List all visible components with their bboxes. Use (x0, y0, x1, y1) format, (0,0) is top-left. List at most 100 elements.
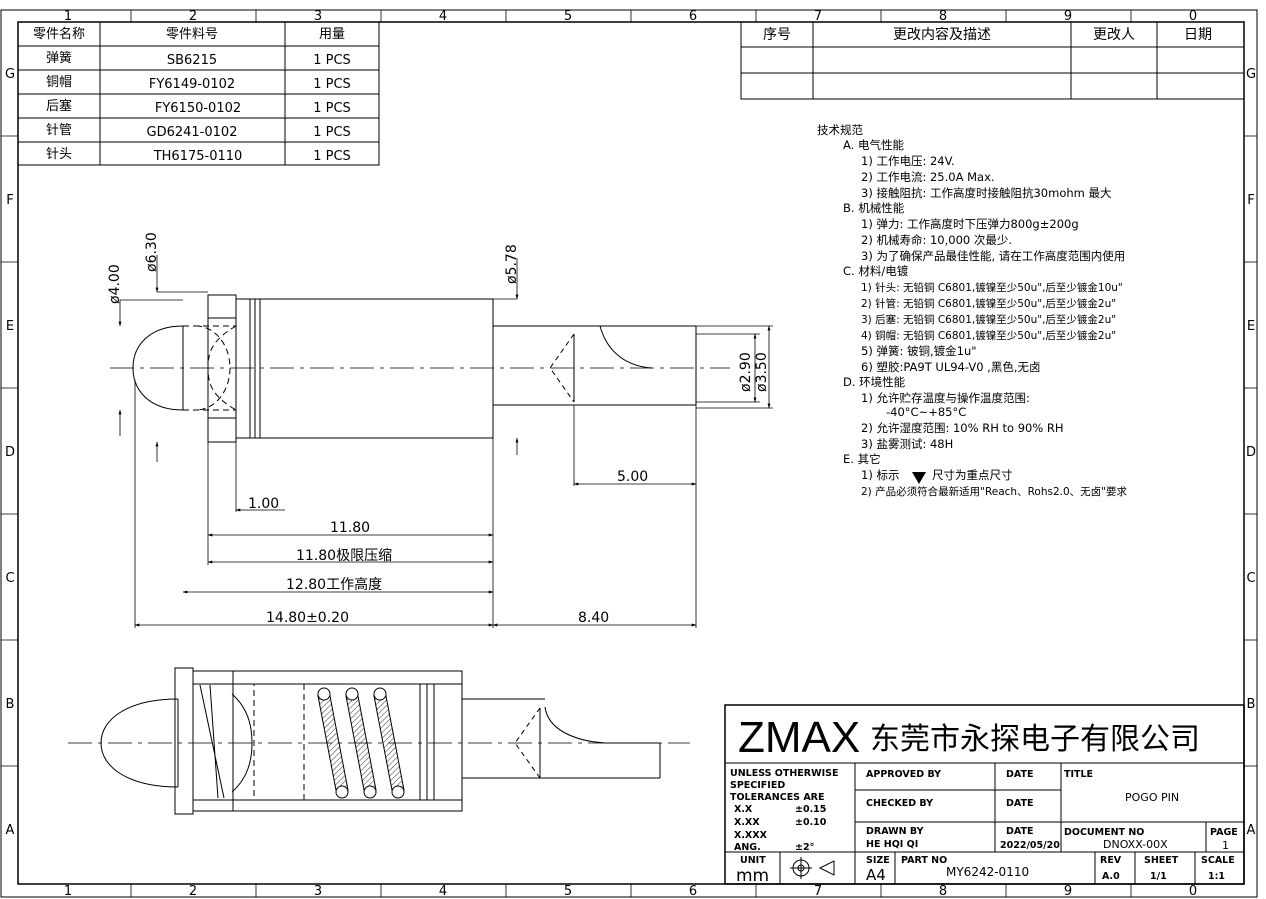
size-label: SIZE (866, 855, 890, 866)
dim-d290: ø2.90 (738, 352, 754, 392)
title-label: TITLE (1064, 769, 1093, 780)
tech-spec-line: 3) 为了确保产品最佳性能, 请在工作高度范围内使用 (861, 249, 1125, 263)
dim-l1180c: 11.80极限压缩 (296, 548, 392, 564)
size-value: A4 (866, 866, 886, 884)
revision-header: 更改人 (1093, 27, 1135, 43)
tol-ang: ANG. (734, 842, 761, 853)
revision-header: 更改内容及描述 (893, 26, 991, 43)
approved-by-label: APPROVED BY (866, 769, 941, 780)
row-label: F (6, 193, 13, 208)
tol-ang-value: ±2° (795, 842, 814, 853)
parts-cell: SB6215 (167, 53, 217, 68)
row-label: B (1247, 697, 1256, 712)
tech-spec-line: 1) 弹力: 工作高度时下压弹力800g±200g (861, 217, 1079, 231)
tech-spec-line: D. 环境性能 (843, 375, 906, 389)
revision-header: 序号 (763, 27, 791, 43)
tech-spec-line: 1) 标示 (861, 468, 899, 482)
sheet-value: 1/1 (1150, 871, 1167, 882)
row-label: B (6, 697, 15, 712)
parts-cell: 后塞 (46, 98, 72, 114)
col-label: 4 (439, 9, 447, 24)
page-label: PAGE (1210, 827, 1238, 838)
tech-spec-line: 3) 接触阻抗: 工作高度时接触阻抗30mohm 最大 (861, 186, 1112, 200)
tech-spec-title: 技术规范 (817, 123, 863, 137)
parts-cell: FY6149-0102 (149, 77, 235, 92)
sheet-label: SHEET (1144, 855, 1179, 866)
parts-cell: 针头 (46, 147, 72, 162)
col-label: 0 (1189, 9, 1197, 24)
col-label: 3 (314, 9, 322, 24)
tech-spec-line: 3) 盐雾测试: 48H (861, 437, 953, 451)
row-label: E (6, 319, 14, 334)
col-label: 6 (689, 9, 697, 24)
frame-row-labels: G F E D C B A G F E D C B A (5, 67, 1256, 838)
company-name: 东莞市永探电子有限公司 (870, 722, 1200, 757)
pogo-pin-outline-view (110, 294, 730, 443)
tech-spec-line: 3) 后塞: 无铅铜 C6801,镀镍至少50u",后至少镀金2u" (861, 313, 1116, 326)
unit-value: mm (736, 866, 769, 886)
tol-x-value: ±0.15 (795, 804, 826, 815)
key-dimension-marker-icon (912, 472, 926, 484)
col-label: 5 (564, 884, 572, 899)
row-label: G (5, 67, 15, 82)
pogo-pin-section-view (68, 667, 690, 815)
col-label: 3 (314, 884, 322, 899)
col-label: 4 (439, 884, 447, 899)
dimension-labels: ø4.00 ø6.30 ø5.78 ø2.90 ø3.50 5.00 1.00 … (107, 232, 770, 626)
checked-by-label: CHECKED BY (866, 798, 933, 809)
col-label: 7 (814, 884, 822, 899)
part-no-label: PART NO (901, 855, 947, 866)
col-label: 2 (189, 9, 197, 24)
row-label: A (1247, 823, 1256, 838)
date-label: DATE (1006, 769, 1033, 780)
unit-label: UNIT (740, 855, 766, 866)
dim-l500: 5.00 (617, 469, 648, 485)
col-label: 6 (689, 884, 697, 899)
parts-header: 零件料号 (166, 27, 218, 42)
tol-specified: SPECIFIED (730, 780, 785, 791)
dim-l1480: 14.80±0.20 (266, 610, 349, 626)
doc-no-value: DNOXX-00X (1103, 838, 1168, 851)
revision-table: 序号 更改内容及描述 更改人 日期 (740, 21, 1245, 100)
parts-cell: 针管 (46, 123, 72, 138)
date-label: DATE (1006, 798, 1033, 809)
tech-spec-line: 1) 针头: 无铅铜 C6801,镀镍至少50u",后至少镀金10u" (861, 281, 1123, 294)
col-label: 7 (814, 9, 822, 24)
frame-column-labels: 1 2 3 4 5 6 7 8 9 0 1 2 3 4 5 6 7 8 9 0 (64, 9, 1197, 899)
rev-label: REV (1100, 855, 1122, 866)
dim-l100: 1.00 (248, 496, 279, 512)
title-value: POGO PIN (1125, 791, 1179, 804)
doc-no-label: DOCUMENT NO (1064, 827, 1144, 838)
dim-l840: 8.40 (578, 610, 609, 626)
tech-spec-line: 2) 针管: 无铅铜 C6801,镀镍至少50u",后至少镀金2u" (861, 297, 1116, 310)
parts-cell: 1 PCS (313, 125, 351, 140)
row-label: D (5, 445, 15, 460)
dim-l1280: 12.80工作高度 (286, 576, 382, 593)
revision-header: 日期 (1184, 27, 1212, 43)
row-label: D (1246, 445, 1256, 460)
tol-xxx: X.XXX (734, 830, 768, 841)
col-label: 8 (939, 884, 947, 899)
dimension-lines (118, 255, 773, 628)
page-value: 1 (1222, 839, 1229, 852)
scale-value: 1:1 (1208, 871, 1225, 882)
tech-spec-line: 2) 工作电流: 25.0A Max. (861, 170, 995, 184)
third-angle-projection-icon (790, 857, 835, 879)
row-label: G (1246, 67, 1256, 82)
col-label: 2 (189, 884, 197, 899)
tech-spec-line: 2) 允许湿度范围: 10% RH to 90% RH (861, 421, 1064, 435)
tech-spec-line: 2) 机械寿命: 10,000 次最少. (861, 233, 1012, 247)
tech-spec: 技术规范 A. 电气性能 1) 工作电压: 24V. 2) 工作电流: 25.0… (817, 123, 1127, 498)
parts-cell: 1 PCS (313, 149, 351, 164)
dim-d630: ø6.30 (144, 232, 160, 272)
row-label: A (6, 823, 15, 838)
tech-spec-line: 5) 弹簧: 铍铜,镀金1u" (861, 344, 977, 358)
row-label: E (1247, 319, 1255, 334)
title-block: ZMAX 东莞市永探电子有限公司 UNLESS OTHERWISE SPECIF… (724, 704, 1245, 886)
drawn-by-label: DRAWN BY (866, 826, 924, 837)
dim-l1180: 11.80 (330, 520, 370, 536)
dim-d578: ø5.78 (504, 244, 520, 284)
tech-spec-line: 1) 工作电压: 24V. (861, 154, 955, 168)
col-label: 9 (1064, 9, 1072, 24)
